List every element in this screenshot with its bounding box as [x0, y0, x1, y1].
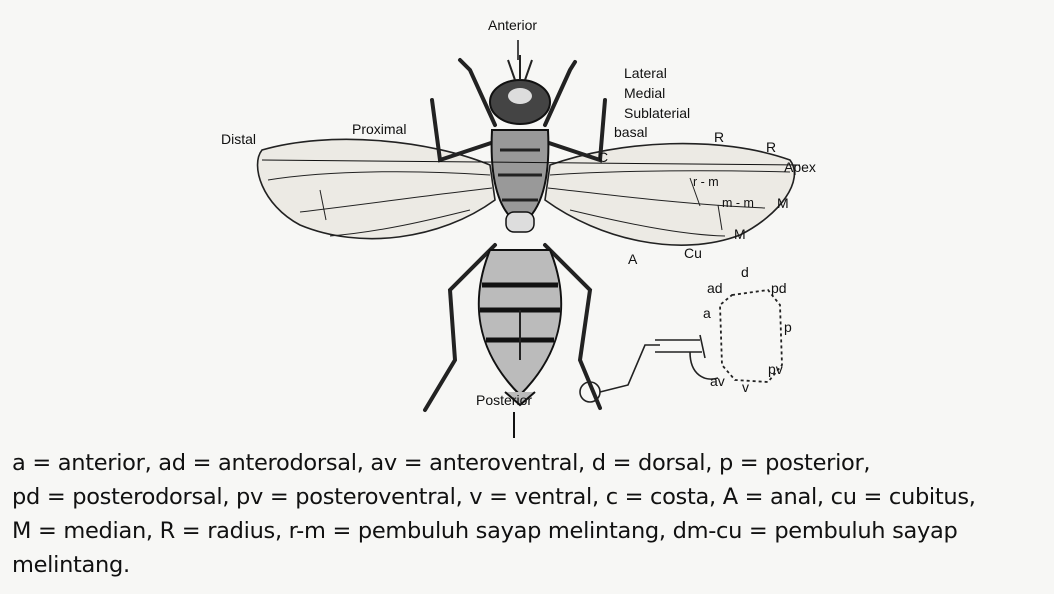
label-pv: pv [768, 361, 783, 377]
figure-caption: a = anterior, ad = anterodorsal, av = an… [12, 446, 1052, 582]
label-median-2: M [734, 226, 746, 242]
caption-line-3: M = median, R = radius, r-m = pembuluh s… [12, 514, 1052, 548]
label-cubitus: Cu [684, 245, 702, 261]
label-v: v [742, 379, 749, 395]
label-ad: ad [707, 280, 723, 296]
label-p: p [784, 319, 792, 335]
label-anal: A [628, 251, 638, 267]
caption-line-1: a = anterior, ad = anterodorsal, av = an… [12, 446, 1052, 480]
label-median-1: M [777, 195, 789, 211]
label-apex: Apex [784, 159, 816, 175]
label-sublaterial: Sublaterial [624, 105, 690, 121]
label-radius-2: R [766, 139, 776, 155]
label-distal: Distal [221, 131, 256, 147]
caption-line-4: melintang. [12, 548, 1052, 582]
label-costa: C [598, 149, 608, 165]
label-basal: basal [614, 124, 647, 140]
leg-cross-section-inset [580, 290, 782, 402]
label-medial: Medial [624, 85, 665, 101]
label-m-m: m - m [722, 196, 754, 210]
label-pd: pd [771, 280, 787, 296]
caption-line-2: pd = posterodorsal, pv = posteroventral,… [12, 480, 1052, 514]
label-proximal: Proximal [352, 121, 406, 137]
label-r-m: r - m [693, 175, 719, 189]
label-radius-1: R [714, 129, 724, 145]
fly-anatomy-diagram: Anterior Posterior Distal Proximal Later… [0, 0, 1054, 440]
label-lateral: Lateral [624, 65, 667, 81]
label-av: av [710, 373, 725, 389]
fly-thorax [492, 130, 549, 225]
label-posterior: Posterior [476, 392, 532, 408]
label-anterior: Anterior [488, 17, 537, 33]
label-d: d [741, 264, 749, 280]
label-a: a [703, 305, 711, 321]
right-wing [545, 144, 794, 246]
